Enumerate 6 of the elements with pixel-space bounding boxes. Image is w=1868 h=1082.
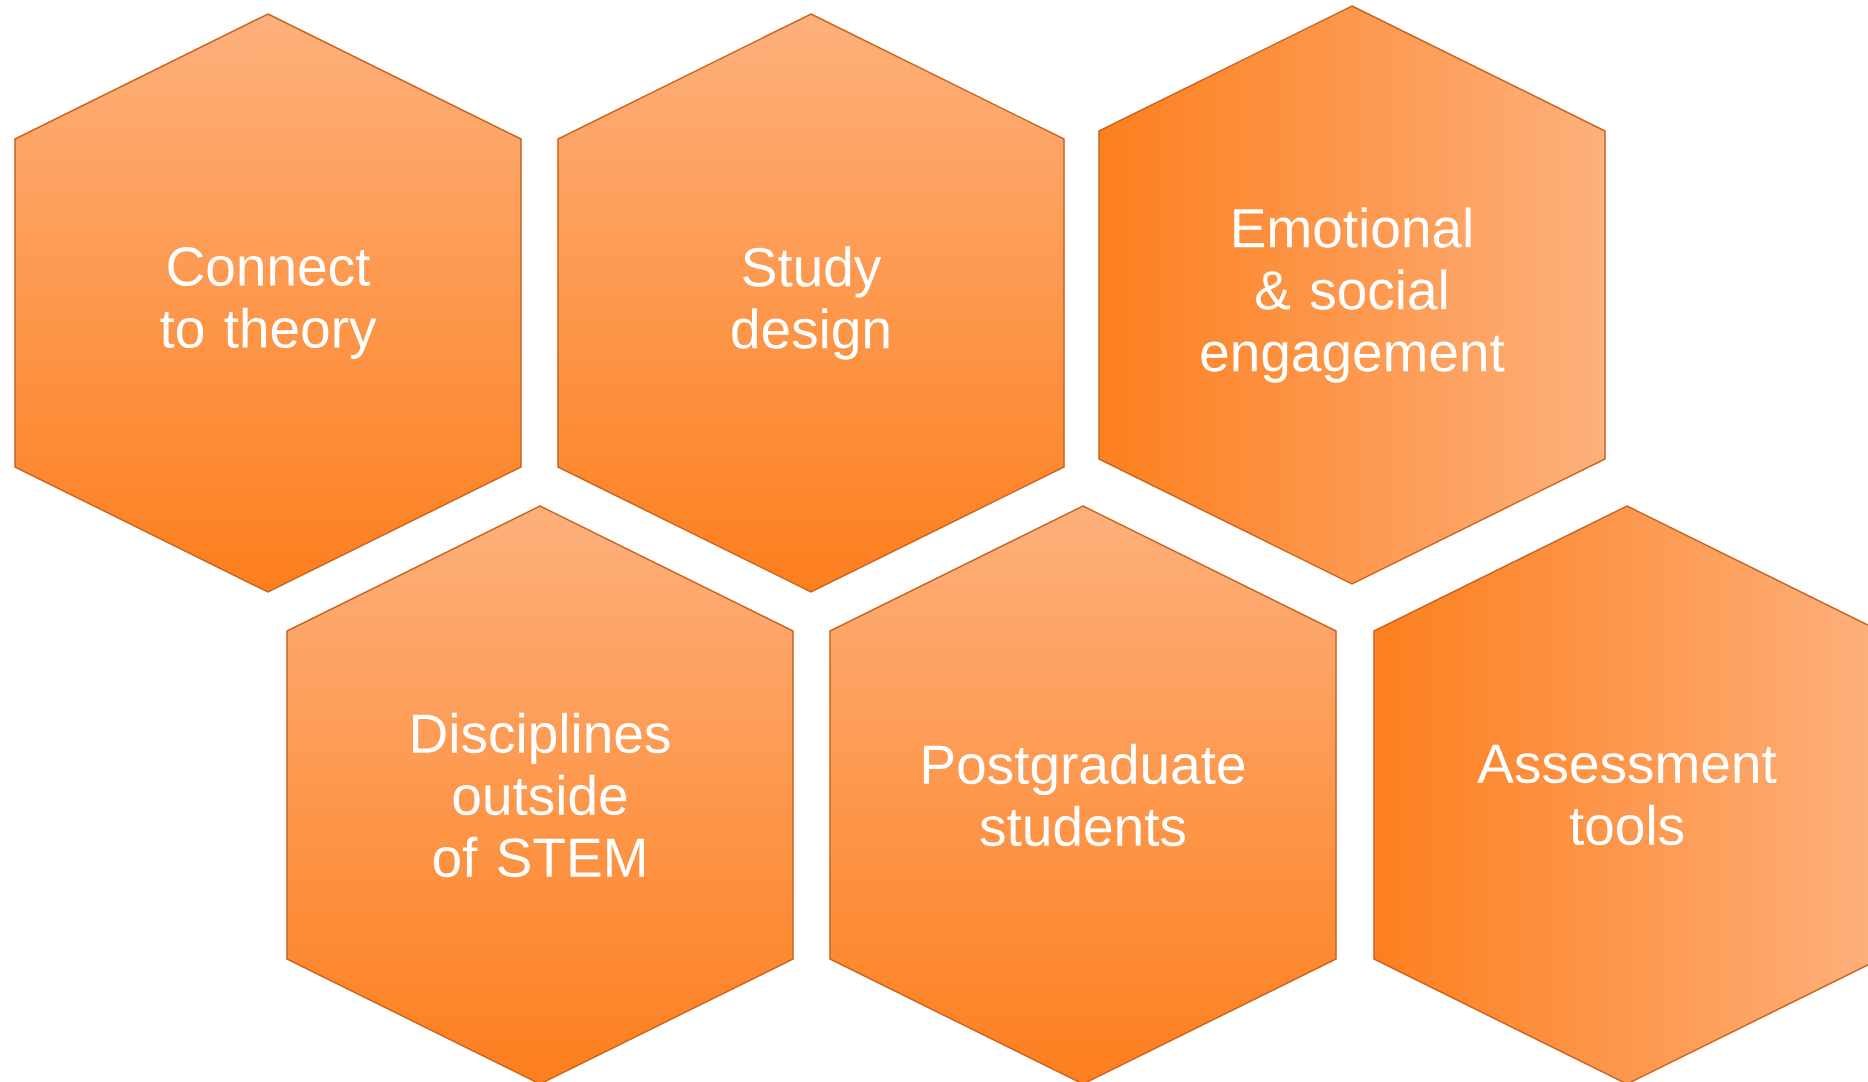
hexagon: Connect to theory bbox=[14, 13, 522, 593]
hexagon: Postgraduate students bbox=[829, 505, 1337, 1082]
hexagon: Disciplines outside of STEM bbox=[286, 505, 794, 1082]
hexagon: Assessment tools bbox=[1373, 505, 1868, 1082]
hexagon: Study design bbox=[557, 13, 1065, 593]
hexagon: Emotional & social engagement bbox=[1098, 5, 1606, 585]
